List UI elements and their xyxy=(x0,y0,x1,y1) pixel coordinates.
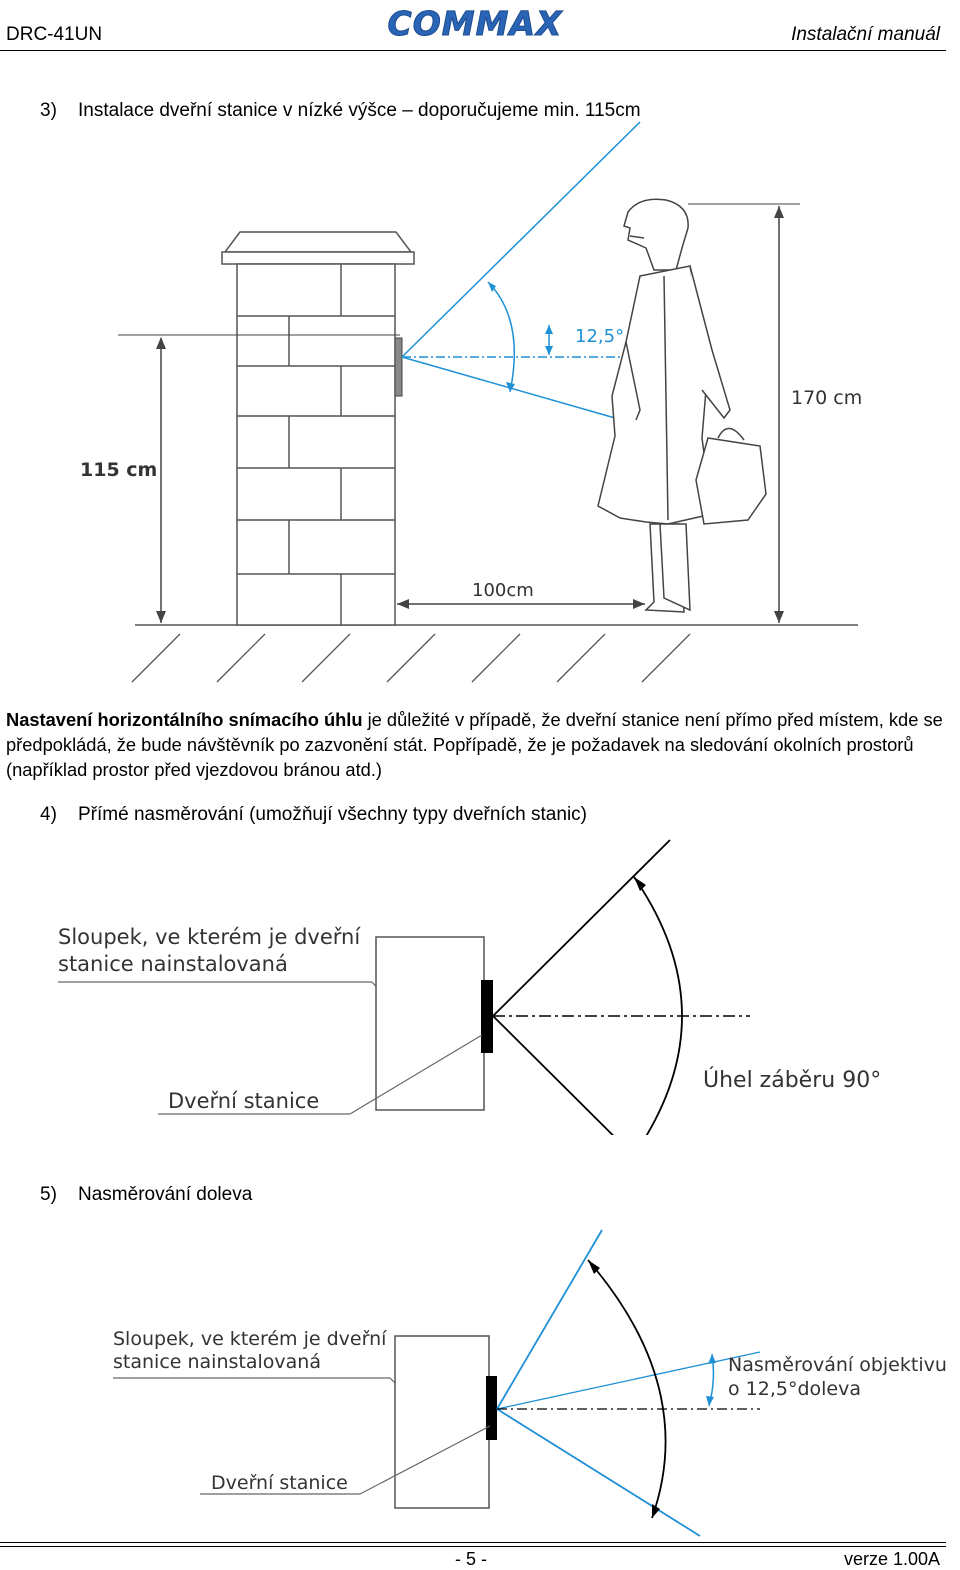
dimension-100 xyxy=(397,599,645,609)
door-station-unit xyxy=(394,337,403,397)
dimension-100-label: 100cm xyxy=(472,580,534,601)
commax-logo: COMMAX xyxy=(387,4,563,42)
pillar-label-line1: Sloupek, ve kterém je dveřní xyxy=(58,925,361,949)
camera-view-lines xyxy=(401,121,641,421)
dimension-170-label: 170 cm xyxy=(791,387,862,409)
header-rule xyxy=(0,50,946,51)
person-figure xyxy=(597,198,767,613)
direct-direction-figure: Sloupek, ve kterém je dveřní stanice nai… xyxy=(58,839,881,1135)
model-number: DRC-41UN xyxy=(6,24,103,45)
station-label-leader xyxy=(349,1034,483,1115)
section-5-title: 5) Nasměrování doleva xyxy=(40,1184,253,1205)
horizontal-angle-paragraph: Nastavení horizontálního snímacího úhlu … xyxy=(6,707,956,782)
section-4-title: 4) Přímé nasměrování (umožňují všechny t… xyxy=(40,804,587,825)
page-number: - 5 - xyxy=(455,1549,488,1569)
station-label: Dveřní stanice xyxy=(168,1089,319,1113)
commax-logo-text: COMMAX xyxy=(388,4,563,42)
pillar-label-line2: stanice nainstalovaná xyxy=(58,952,288,976)
view-angle-lines xyxy=(496,1229,761,1537)
brick-pillar xyxy=(221,231,415,626)
direction-label-line1: Nasměrování objektivu xyxy=(728,1354,947,1376)
section-3-title: 3) Instalace dveřní stanice v nízké výšc… xyxy=(40,100,641,121)
paragraph-bold-lead: Nastavení horizontálního snímacího úhlu xyxy=(6,709,363,730)
paragraph-text: je důležité v případě, že dveřní stanice… xyxy=(6,709,943,780)
angle-arrowheads xyxy=(488,282,553,392)
angle-12-5-label: 12,5° xyxy=(575,326,624,347)
ground-hatching xyxy=(131,633,691,683)
pillar-rect xyxy=(375,936,485,1111)
manual-title: Instalační manuál xyxy=(791,24,940,45)
pillar-label-line2: stanice nainstalovaná xyxy=(113,1351,321,1373)
low-height-installation-figure: 12,5° 115 cm 170 cm 100cm xyxy=(80,121,862,683)
station-label: Dveřní stanice xyxy=(211,1472,348,1494)
door-station-block xyxy=(481,980,493,1053)
pillar-label-line1: Sloupek, ve kterém je dveřní xyxy=(113,1328,387,1350)
footer-rule xyxy=(0,1542,946,1547)
angle-90-label: Úhel záběru 90° xyxy=(703,1067,881,1093)
dimension-170 xyxy=(688,203,800,623)
version-label: verze 1.00A xyxy=(843,1549,940,1569)
view-angle-arrowheads xyxy=(634,877,646,891)
left-direction-figure: Sloupek, ve kterém je dveřní stanice nai… xyxy=(113,1229,947,1537)
view-angle-lines xyxy=(492,839,750,1135)
dimension-115-label: 115 cm xyxy=(80,459,157,481)
pillar-rect xyxy=(394,1335,490,1509)
door-station-block xyxy=(486,1376,497,1440)
dimension-115 xyxy=(118,334,400,623)
view-angle-arrowheads xyxy=(588,1260,716,1518)
direction-label-line2: o 12,5°doleva xyxy=(728,1378,861,1400)
station-label-leader xyxy=(359,1425,491,1495)
